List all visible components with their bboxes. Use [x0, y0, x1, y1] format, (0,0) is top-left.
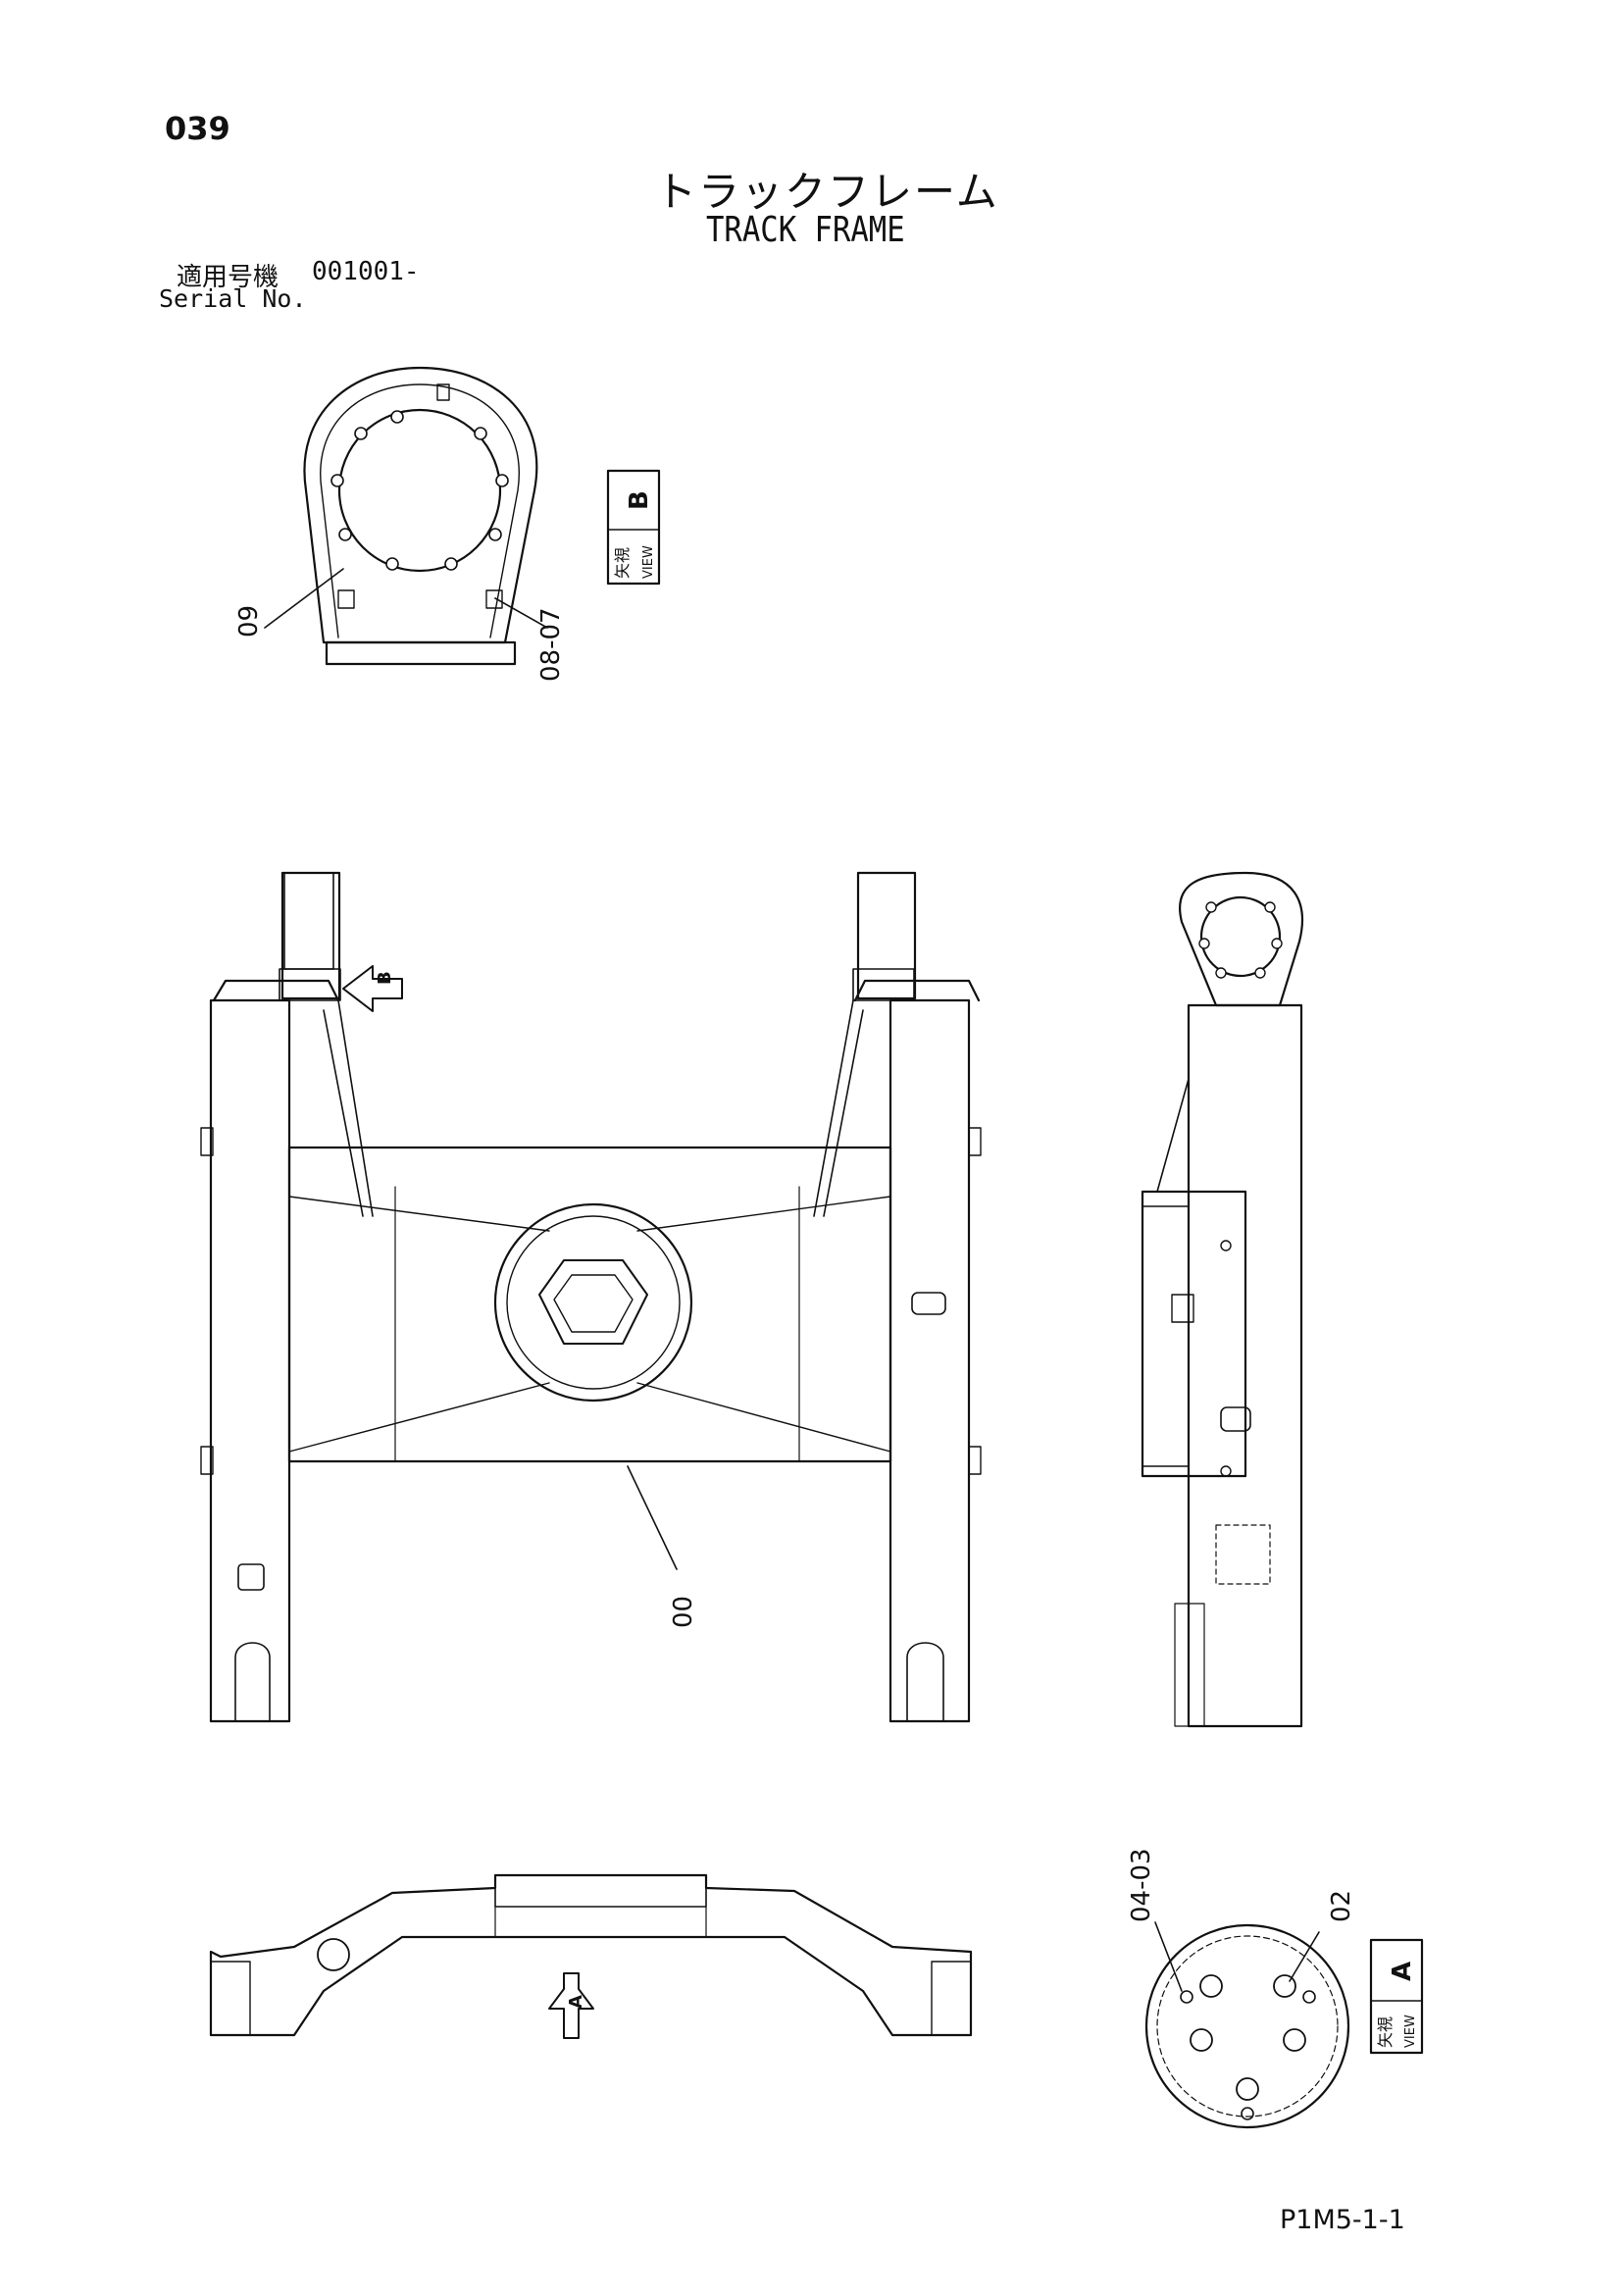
title-english: TRACK FRAME [706, 210, 905, 250]
part-callout-03-04: 04-03 [1127, 1848, 1156, 1922]
svg-text:00: 00 [669, 1596, 698, 1628]
part-callout-00: 00 [669, 1596, 698, 1628]
view-a-detail [1144, 1921, 1350, 2129]
track-frame-plan-view [200, 871, 982, 1723]
serial-value: 001001- [312, 257, 420, 286]
part-callout-02: 02 [1327, 1890, 1356, 1922]
serial-label-japanese: 適用号機 [177, 263, 279, 292]
view-a-label: A 矢視 VIEW [1369, 1938, 1424, 2055]
part-callout-09: 09 [234, 605, 264, 638]
track-frame-side-view [1141, 871, 1303, 1728]
view-b-arrow: B [342, 965, 403, 1012]
svg-text:VIEW: VIEW [641, 545, 656, 579]
svg-text:B: B [375, 971, 395, 985]
svg-text:A: A [1388, 1962, 1417, 1981]
view-b-label: B 矢視 VIEW [606, 469, 661, 586]
view-a-arrow: A [548, 1972, 594, 2039]
svg-text:02: 02 [1327, 1890, 1356, 1922]
svg-text:04-03: 04-03 [1127, 1848, 1156, 1922]
page-number: 039 [165, 110, 230, 147]
title-japanese: トラックフレーム [655, 168, 999, 216]
serial-label-english: Serial No. [159, 284, 307, 313]
svg-text:VIEW: VIEW [1403, 2015, 1418, 2048]
track-frame-front-view [209, 1873, 973, 2037]
svg-text:A: A [566, 1995, 586, 2009]
svg-text:矢視: 矢視 [1376, 2016, 1395, 2048]
svg-text:09: 09 [234, 605, 264, 638]
svg-text:B: B [625, 490, 654, 510]
svg-text:08-07: 08-07 [536, 607, 566, 682]
view-b-detail [264, 366, 548, 666]
part-callout-07-08: 08-07 [536, 607, 566, 682]
footer-code: P1M5-1-1 [1280, 2205, 1405, 2235]
svg-text:矢視: 矢視 [613, 547, 632, 579]
